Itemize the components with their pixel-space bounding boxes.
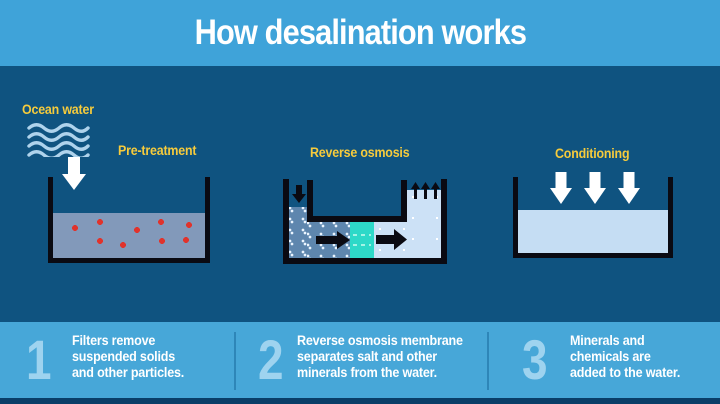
tank2-partition-bar bbox=[307, 216, 407, 222]
salty-water-left-chamber bbox=[289, 207, 307, 258]
step-description: Filters remove suspended solids and othe… bbox=[72, 333, 185, 380]
tank2-right-wall bbox=[441, 179, 447, 264]
step-number: 3 bbox=[522, 328, 548, 391]
ocean-waves-icon bbox=[27, 123, 90, 157]
step-description: Reverse osmosis membrane separates salt … bbox=[297, 333, 463, 380]
dosing-down-arrow-icon bbox=[550, 172, 572, 204]
stage-label-reverse-osmosis: Reverse osmosis bbox=[310, 145, 410, 160]
dosing-down-arrow-icon bbox=[584, 172, 606, 204]
ocean-water-label: Ocean water bbox=[22, 102, 94, 117]
output-up-arrow-icon bbox=[411, 182, 420, 199]
pretreatment-tank bbox=[48, 177, 210, 263]
step-divider bbox=[234, 332, 236, 390]
ro-membrane bbox=[350, 222, 374, 258]
intake-down-arrow-icon bbox=[62, 157, 86, 190]
step-number: 1 bbox=[26, 328, 52, 391]
tank2-floor bbox=[283, 258, 447, 264]
pretreatment-water-with-particles bbox=[53, 213, 205, 258]
dosing-down-arrow-icon bbox=[618, 172, 640, 204]
tank2-left-wall bbox=[283, 179, 289, 264]
footer-strip bbox=[0, 398, 720, 404]
output-up-arrow-icon bbox=[431, 182, 440, 199]
tank2-partition-left-leg bbox=[307, 180, 313, 222]
step-divider bbox=[487, 332, 489, 390]
fresh-water-right-chamber bbox=[407, 190, 441, 258]
page-title: How desalination works bbox=[194, 13, 526, 52]
tank2-partition-right-leg bbox=[401, 180, 407, 222]
flow-arrow-right-icon bbox=[376, 229, 407, 250]
feed-down-arrow-icon bbox=[292, 185, 306, 203]
stage-label-conditioning: Conditioning bbox=[555, 146, 630, 161]
stage-label-pretreatment: Pre-treatment bbox=[118, 143, 197, 158]
step-number: 2 bbox=[258, 328, 284, 391]
step-description: Minerals and chemicals are added to the … bbox=[570, 333, 681, 380]
conditioning-tank bbox=[513, 177, 673, 258]
flow-arrow-left-icon bbox=[316, 231, 350, 249]
output-up-arrow-icon bbox=[421, 182, 430, 199]
title-banner: How desalination works bbox=[0, 0, 720, 66]
steps-panel: 1 Filters remove suspended solids and ot… bbox=[0, 322, 720, 398]
conditioned-water bbox=[518, 210, 668, 253]
